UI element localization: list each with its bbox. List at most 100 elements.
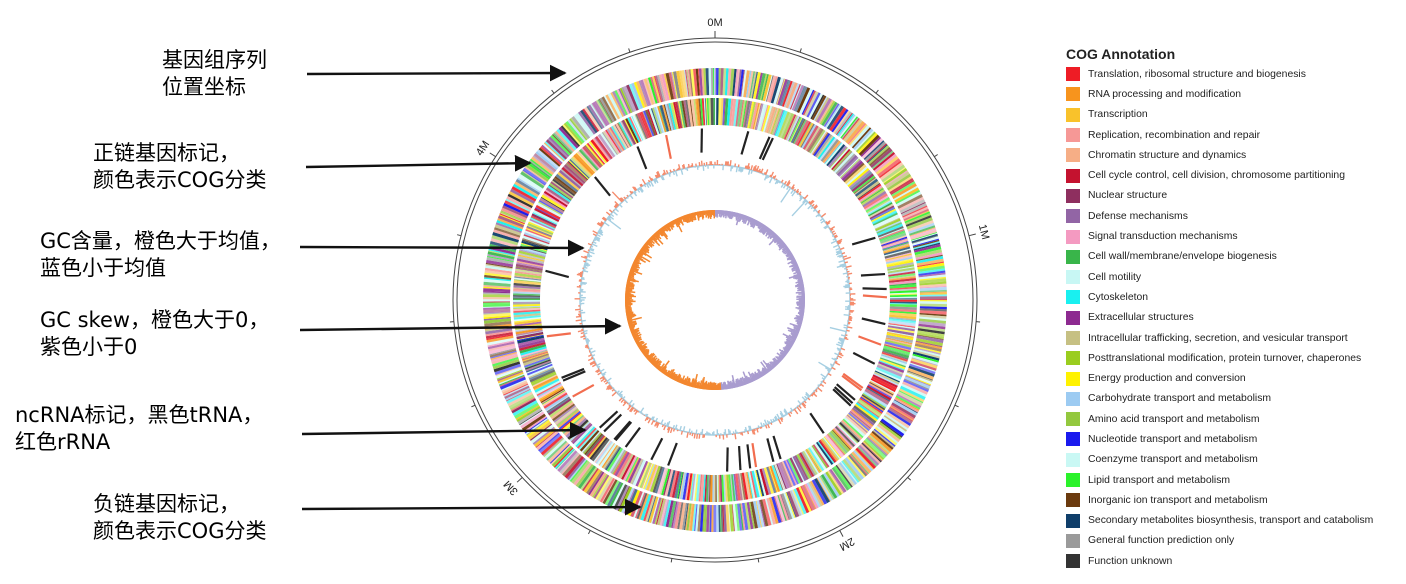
gc-skew-negative-bar	[788, 254, 794, 259]
forward-gene-mark	[732, 504, 738, 532]
reverse-gene-mark	[560, 168, 582, 188]
reverse-gene-mark	[679, 472, 687, 500]
reverse-gene-mark	[881, 351, 908, 362]
forward-gene-mark	[495, 222, 522, 234]
trna-mark	[746, 444, 752, 469]
reverse-gene-mark	[658, 105, 668, 132]
reverse-gene-mark	[823, 436, 842, 459]
gc-below-mean-bar	[834, 352, 839, 356]
gc-above-mean-bar	[583, 337, 586, 340]
forward-gene-mark	[897, 391, 923, 407]
gc-skew-positive-bar	[655, 231, 661, 237]
reverse-gene-mark	[699, 98, 704, 126]
gc-below-mean-bar	[817, 214, 821, 217]
forward-gene-mark	[597, 476, 614, 502]
gc-skew-positive-bar	[668, 373, 672, 378]
gc-skew-negative-bar	[776, 359, 781, 364]
reverse-gene-mark	[524, 358, 551, 369]
reverse-gene-mark	[865, 197, 890, 213]
gc-above-mean-bar	[759, 170, 762, 173]
reverse-gene-mark	[553, 405, 577, 423]
gc-skew-positive-bar	[688, 382, 692, 387]
gc-skew-negative-bar	[796, 321, 803, 325]
forward-gene-mark	[842, 118, 860, 140]
gc-above-mean-bar	[844, 336, 848, 339]
reverse-gene-mark	[604, 446, 620, 470]
gc-above-mean-bar	[596, 222, 603, 228]
gc-below-mean-bar	[626, 196, 629, 199]
gc-above-mean-bar	[672, 428, 676, 432]
reverse-gene-mark	[848, 169, 871, 189]
reverse-gene-mark	[854, 177, 877, 195]
forward-gene-mark	[905, 215, 932, 227]
forward-gene-mark	[911, 235, 939, 244]
forward-gene-mark	[563, 122, 583, 145]
reverse-gene-mark	[773, 464, 784, 491]
gc-skew-positive-bar	[666, 372, 671, 377]
reverse-gene-mark	[870, 378, 896, 393]
forward-gene-mark	[665, 72, 674, 100]
gc-above-mean-bar	[622, 401, 627, 407]
forward-gene-mark	[793, 488, 807, 515]
gc-skew-positive-bar	[637, 253, 642, 257]
gc-below-mean-bar	[832, 244, 839, 249]
gc-above-mean-bar	[600, 221, 605, 225]
forward-gene-mark	[485, 265, 513, 272]
reverse-gene-mark	[593, 439, 611, 463]
reverse-gene-mark	[818, 440, 836, 463]
forward-gene-mark	[487, 254, 515, 262]
gc-below-mean-bar	[583, 329, 588, 333]
gc-skew-positive-bar	[654, 364, 659, 368]
forward-gene-mark	[672, 501, 679, 529]
forward-gene-mark	[540, 146, 562, 166]
reverse-gene-mark	[520, 348, 548, 358]
gc-skew-negative-bar	[758, 223, 764, 230]
forward-gene-mark	[809, 480, 825, 506]
reverse-gene-mark	[877, 226, 904, 238]
forward-gene-mark	[832, 110, 850, 133]
gc-below-mean-bar	[612, 387, 615, 390]
gc-skew-positive-bar	[626, 280, 631, 283]
gc-above-mean-bar	[796, 190, 800, 194]
gc-above-mean-bar	[798, 405, 802, 409]
gc-above-mean-bar	[584, 255, 588, 258]
reverse-gene-mark	[757, 103, 766, 131]
reverse-gene-mark	[630, 116, 643, 142]
forward-gene-mark	[483, 296, 511, 300]
reverse-gene-mark	[875, 366, 902, 380]
forward-gene-mark	[510, 397, 536, 412]
gc-below-mean-bar	[634, 191, 637, 194]
reverse-gene-mark	[539, 197, 565, 214]
gc-below-mean-bar	[823, 224, 828, 229]
reverse-gene-mark	[710, 98, 714, 126]
gc-above-mean-bar	[752, 429, 756, 435]
forward-gene-mark	[917, 265, 945, 273]
gc-skew-positive-bar	[684, 381, 688, 386]
reverse-gene-mark	[755, 469, 765, 497]
forward-gene-mark	[677, 502, 684, 530]
forward-gene-mark	[483, 318, 512, 324]
forward-gene-mark	[490, 351, 518, 361]
gc-above-mean-bar	[729, 160, 732, 166]
forward-gene-mark	[901, 202, 927, 217]
forward-gene-mark	[887, 409, 912, 427]
callout-text-line: 正链基因标记，	[93, 141, 240, 165]
forward-gene-mark	[564, 456, 585, 479]
gc-skew-negative-bar	[797, 323, 802, 327]
gc-skew-negative-bar	[792, 261, 798, 266]
gc-skew-positive-bar	[674, 376, 678, 381]
gc-skew-positive-bar	[680, 375, 686, 384]
reverse-gene-mark	[834, 151, 855, 174]
gc-skew-negative-bar	[742, 371, 749, 385]
reverse-gene-mark	[821, 437, 840, 460]
reverse-gene-mark	[861, 394, 886, 411]
forward-gene-mark	[648, 496, 659, 524]
reverse-gene-mark	[552, 403, 576, 422]
gc-skew-negative-bar	[782, 248, 790, 254]
forward-gene-mark	[616, 89, 630, 115]
forward-gene-mark	[650, 76, 660, 104]
trna-mark	[809, 412, 825, 434]
legend-item: Cytoskeleton	[1066, 287, 1401, 307]
forward-gene-mark	[744, 502, 751, 530]
trna-mark	[613, 420, 632, 441]
